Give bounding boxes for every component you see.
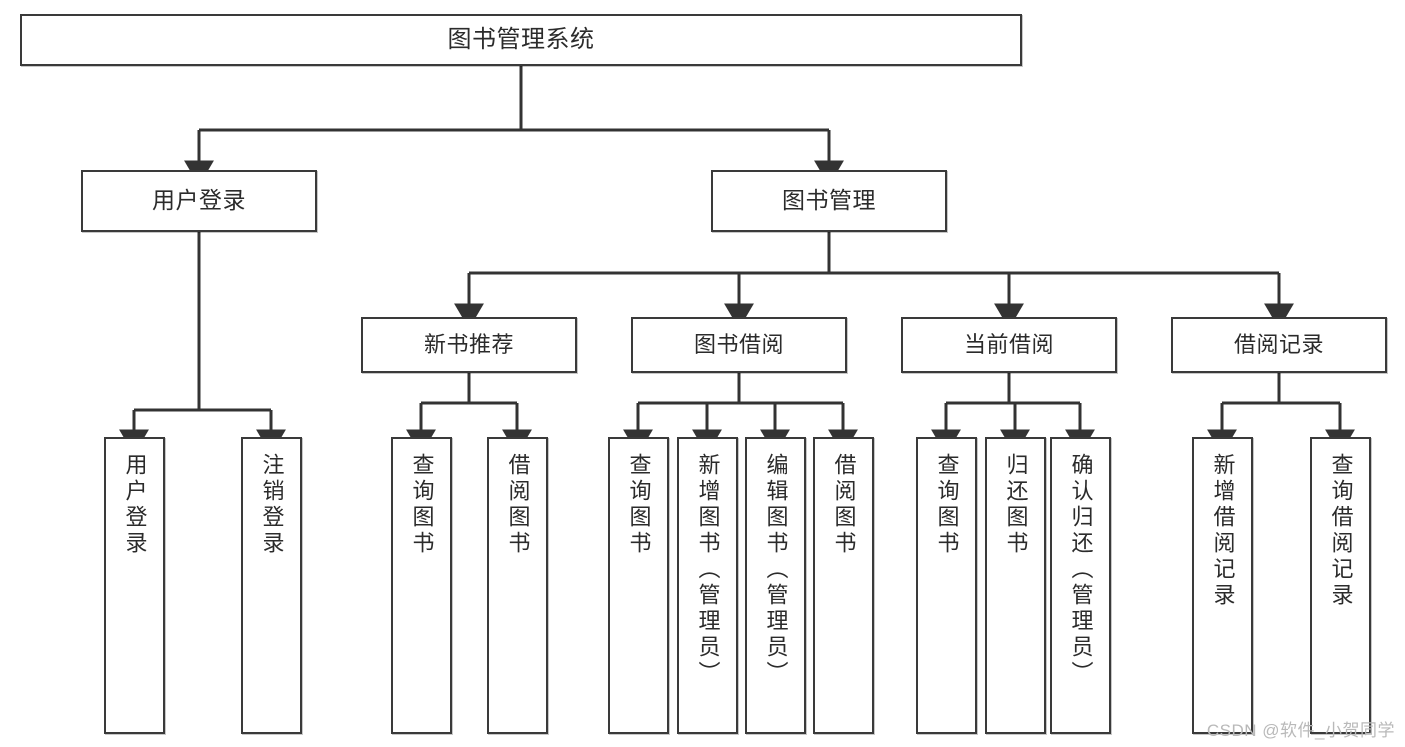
- node-label: 当前借阅: [963, 332, 1054, 358]
- node-label: 编辑图书（管理员）: [763, 453, 789, 687]
- node-label: 借阅图书: [831, 453, 857, 557]
- node-label: 查询图书: [934, 453, 960, 557]
- node-current-borrowing[interactable]: 当前借阅: [901, 317, 1117, 373]
- leaf-new-books-query-book[interactable]: 查询图书: [391, 437, 452, 734]
- leaf-records-add-record[interactable]: 新增借阅记录: [1192, 437, 1253, 734]
- node-label: 图书管理系统: [447, 25, 595, 53]
- leaf-new-books-borrow-book[interactable]: 借阅图书: [487, 437, 548, 734]
- node-label: 借阅记录: [1233, 332, 1324, 358]
- node-label: 图书借阅: [693, 332, 784, 358]
- node-user-login[interactable]: 用户登录: [81, 170, 317, 232]
- leaf-borrow-add-book-admin[interactable]: 新增图书（管理员）: [677, 437, 738, 734]
- leaf-borrow-borrow-book[interactable]: 借阅图书: [813, 437, 874, 734]
- leaf-records-query-record[interactable]: 查询借阅记录: [1310, 437, 1371, 734]
- node-label: 新书推荐: [423, 332, 514, 358]
- leaf-current-query-book[interactable]: 查询图书: [916, 437, 977, 734]
- leaf-borrow-edit-book-admin[interactable]: 编辑图书（管理员）: [745, 437, 806, 734]
- node-label: 用户登录: [122, 453, 148, 557]
- node-label: 查询借阅记录: [1328, 453, 1354, 609]
- leaf-borrow-query-book[interactable]: 查询图书: [608, 437, 669, 734]
- node-new-book-recommendation[interactable]: 新书推荐: [361, 317, 577, 373]
- node-label: 借阅图书: [505, 453, 531, 557]
- node-label: 用户登录: [152, 187, 246, 214]
- leaf-current-confirm-return-admin[interactable]: 确认归还（管理员）: [1050, 437, 1111, 734]
- node-borrow-records[interactable]: 借阅记录: [1171, 317, 1387, 373]
- leaf-current-return-book[interactable]: 归还图书: [985, 437, 1046, 734]
- node-label: 新增借阅记录: [1210, 453, 1236, 609]
- node-label: 查询图书: [409, 453, 435, 557]
- node-label: 注销登录: [259, 453, 285, 557]
- node-label: 新增图书（管理员）: [695, 453, 721, 687]
- node-label: 查询图书: [626, 453, 652, 557]
- node-label: 确认归还（管理员）: [1068, 453, 1094, 687]
- leaf-logout[interactable]: 注销登录: [241, 437, 302, 734]
- node-book-borrowing[interactable]: 图书借阅: [631, 317, 847, 373]
- node-label: 归还图书: [1003, 453, 1029, 557]
- node-label: 图书管理: [782, 187, 876, 214]
- leaf-user-login[interactable]: 用户登录: [104, 437, 165, 734]
- node-root-book-management-system[interactable]: 图书管理系统: [20, 14, 1022, 66]
- node-book-management[interactable]: 图书管理: [711, 170, 947, 232]
